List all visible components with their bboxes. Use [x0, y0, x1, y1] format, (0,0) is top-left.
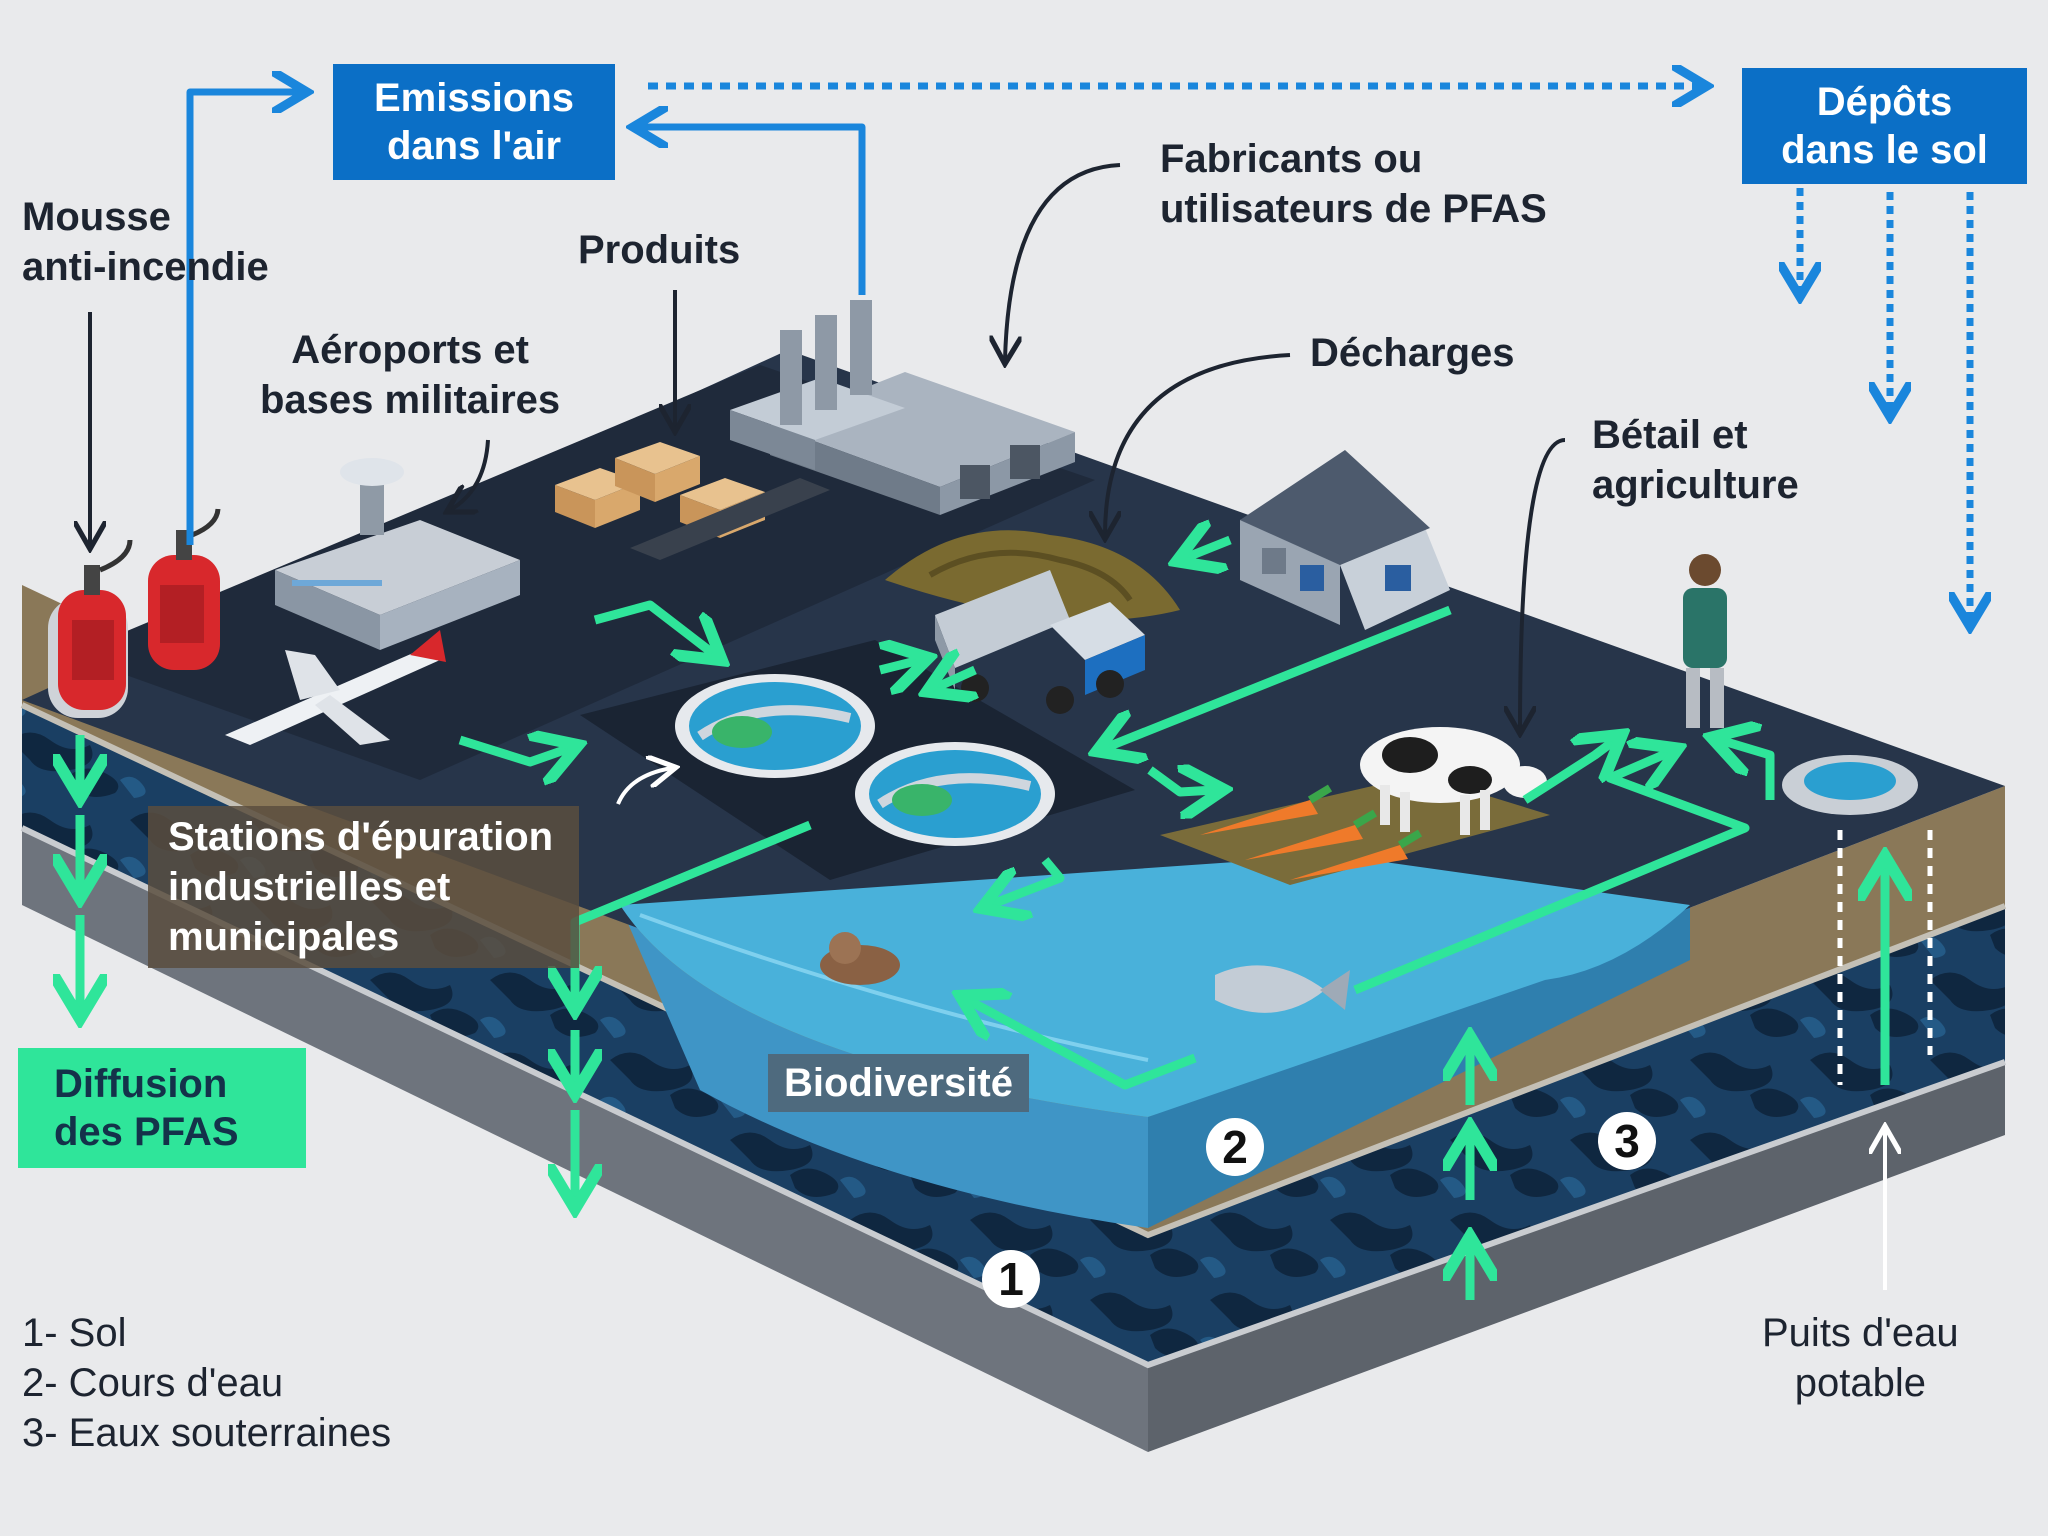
river-right-face — [1148, 905, 1690, 1228]
landfill-icon — [885, 530, 1180, 620]
factory-icon — [730, 300, 1075, 515]
airport-terminal-icon — [275, 458, 520, 650]
label-landfills: Décharges — [1310, 331, 1515, 375]
treatment-basin-icon — [675, 674, 875, 778]
pfas-diffusion-box: Diffusion des PFAS — [18, 1048, 306, 1168]
pfas-flow-arrows — [80, 540, 1885, 1300]
legend: 1- Sol 2- Cours d'eau 3- Eaux souterrain… — [22, 1308, 391, 1458]
label-firefighting-foam: Mousse anti-incendie — [22, 195, 269, 289]
product-boxes-icon — [555, 442, 830, 560]
layer-number-2: 2 — [1206, 1118, 1264, 1176]
otter-icon — [820, 932, 900, 985]
label-biodiversity: Biodiversité — [768, 1054, 1029, 1112]
person-icon — [1683, 554, 1727, 728]
bedrock-layer-right — [1148, 1062, 2005, 1452]
legend-item-groundwater: 3- Eaux souterraines — [22, 1411, 392, 1455]
fire-extinguisher-icon — [48, 539, 133, 718]
fish-icon — [1215, 965, 1350, 1013]
soil-deposits-box: Dépôts dans le sol — [1742, 68, 2027, 184]
groundwater-layer-right — [1148, 906, 2005, 1365]
legend-item-watercourses: 2- Cours d'eau — [22, 1361, 284, 1405]
bedrock-layer-left — [22, 828, 1148, 1452]
legend-item-soil: 1- Sol — [22, 1311, 127, 1355]
label-wastewater-plants: Stations d'épuration industrielles et mu… — [148, 806, 580, 968]
fire-extinguisher-icon — [148, 508, 221, 670]
label-drinking-water-well: Puits d'eau potable — [1762, 1311, 1959, 1405]
stations-pointer-arrow — [616, 768, 672, 805]
label-pfas-manufacturers: Fabricants ou utilisateurs de PFAS — [1160, 137, 1547, 231]
river-surface — [620, 855, 1690, 1117]
drinking-well-icon — [1782, 755, 1933, 1085]
label-airports: Aéroports et bases militaires — [260, 328, 561, 422]
air-emission-arrows — [186, 86, 1970, 620]
emissions-air-box: Emissions dans l'air — [333, 64, 615, 180]
layer-number-3: 3 — [1598, 1112, 1656, 1170]
treatment-basin-icon — [855, 742, 1055, 846]
airplane-icon — [225, 630, 446, 745]
house-icon — [1240, 450, 1450, 630]
label-livestock-agriculture: Bétail et agriculture — [1592, 413, 1799, 507]
label-products: Produits — [578, 228, 741, 272]
layer-number-1: 1 — [982, 1250, 1040, 1308]
